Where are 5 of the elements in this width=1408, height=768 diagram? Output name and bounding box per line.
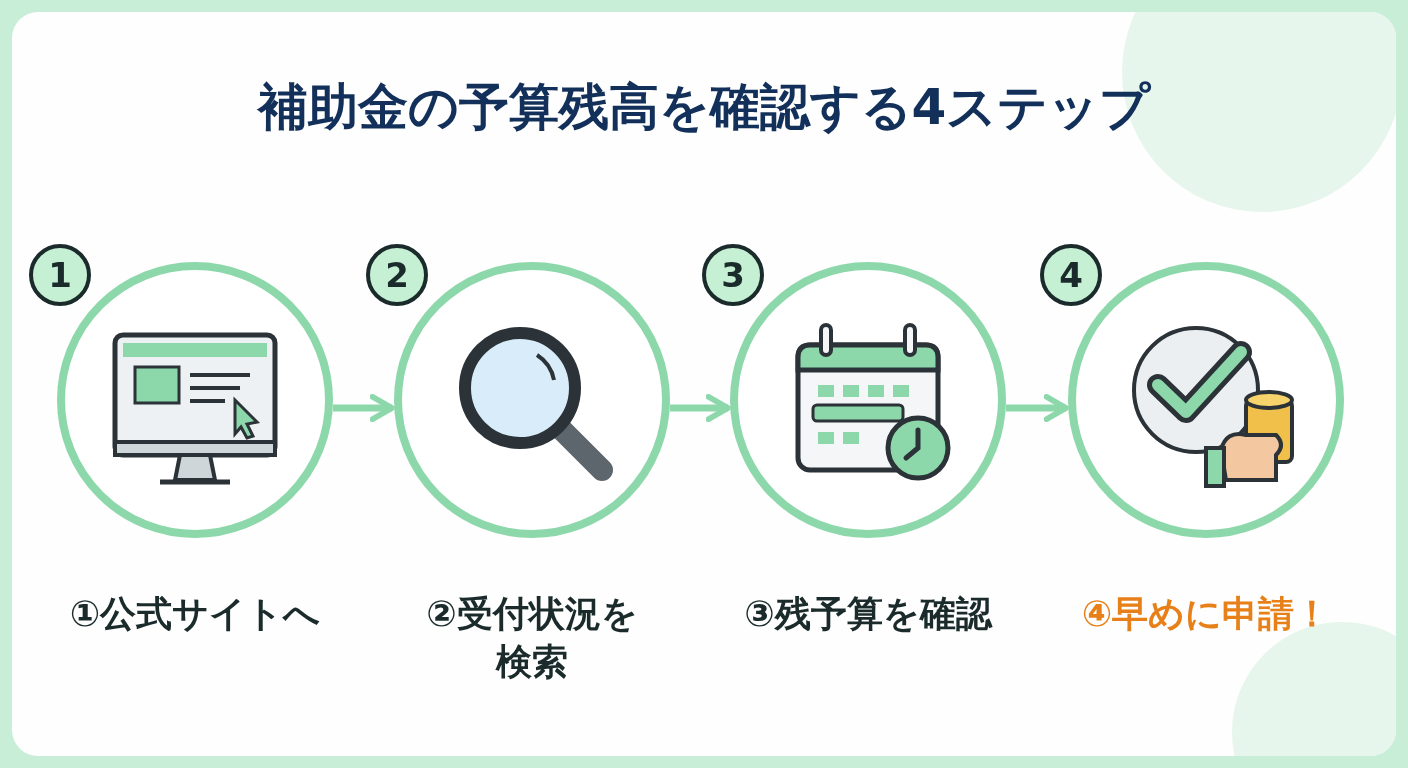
step-label: ③残予算を確認: [743, 592, 994, 636]
step-label: ①公式サイトへ: [68, 592, 322, 636]
step-label: ②受付状況を検索: [425, 592, 639, 684]
title: 補助金の予算残高を確認する4ステップ: [256, 77, 1152, 138]
step-label: ④早めに申請！: [1080, 592, 1332, 636]
